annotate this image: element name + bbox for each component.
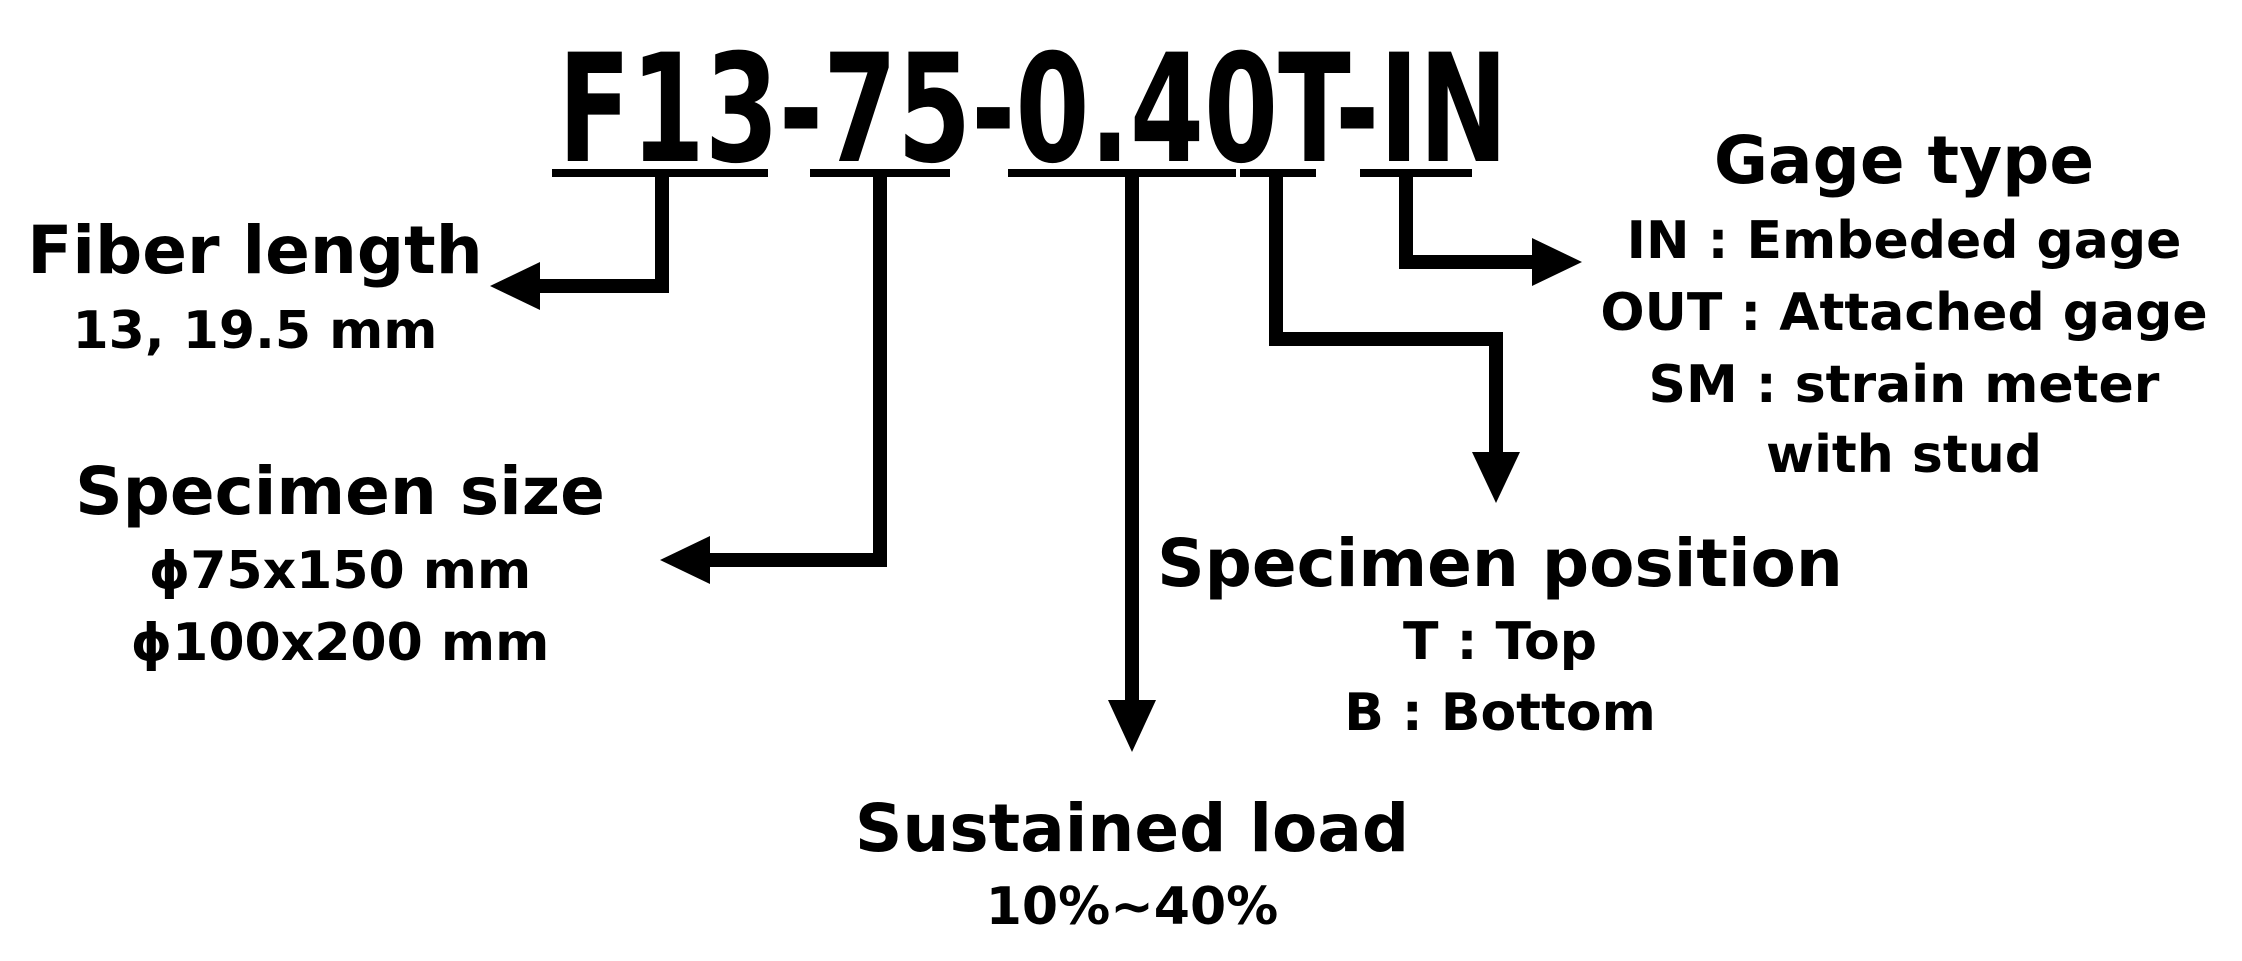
gage-type-block: Gage type IN : Embeded gage OUT : Attach… — [1600, 122, 2207, 485]
sustained-load-block: Sustained load 10%~40% — [855, 790, 1409, 937]
specimen-size-block: Specimen size ϕ75x150 mm ϕ100x200 mm — [75, 453, 605, 673]
code-dash-1: - — [779, 23, 823, 197]
code-dash-3: - — [1335, 23, 1379, 197]
specimen-size-value-1: ϕ75x150 mm — [149, 541, 531, 601]
code-segment-size: 75 — [823, 23, 971, 197]
specimen-position-value-2: B : Bottom — [1344, 683, 1656, 743]
code-dash-2: - — [971, 23, 1015, 197]
code-segment-load: 0.40 — [1015, 23, 1278, 197]
specimen-position-value-1: T : Top — [1403, 612, 1597, 672]
fiber-length-title: Fiber length — [27, 212, 482, 289]
specimen-size-title: Specimen size — [75, 453, 605, 530]
gage-type-value-1: IN : Embeded gage — [1627, 211, 2182, 271]
fiber-length-block: Fiber length 13, 19.5 mm — [27, 212, 482, 361]
connector-position — [1269, 173, 1503, 460]
connector-size — [700, 173, 887, 567]
connector-fiber — [530, 173, 669, 293]
gage-type-value-3: SM : strain meter — [1649, 355, 2160, 415]
code-segment-fiber: F13 — [558, 23, 779, 197]
specimen-position-title: Specimen position — [1157, 525, 1843, 602]
fiber-length-value: 13, 19.5 mm — [73, 301, 438, 361]
specimen-position-block: Specimen position T : Top B : Bottom — [1157, 525, 1843, 743]
sustained-load-value: 10%~40% — [986, 877, 1279, 937]
specimen-size-value-2: ϕ100x200 mm — [131, 613, 550, 673]
arrowhead-size — [660, 536, 710, 584]
arrowhead-gage — [1532, 238, 1582, 286]
sustained-load-title: Sustained load — [855, 790, 1409, 867]
code-segment-gage: IN — [1379, 23, 1508, 197]
arrowhead-position — [1472, 452, 1520, 503]
arrowhead-fiber — [490, 262, 540, 310]
gage-type-value-4: with stud — [1766, 425, 2042, 485]
gage-type-title: Gage type — [1714, 122, 2094, 199]
specimen-code: F13-75-0.40T-IN — [558, 23, 1508, 197]
arrowhead-load — [1108, 700, 1156, 752]
gage-type-value-2: OUT : Attached gage — [1600, 283, 2207, 343]
connector-gage — [1399, 173, 1540, 269]
